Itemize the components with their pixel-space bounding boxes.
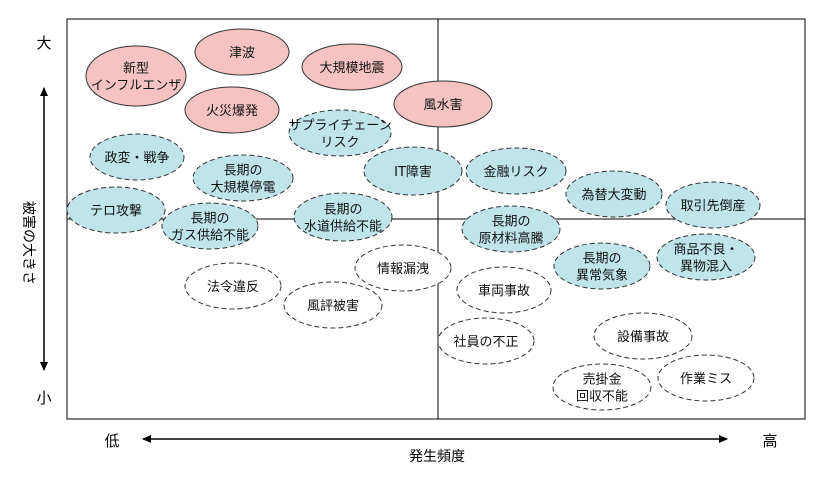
risk-label: 長期の — [190, 211, 229, 226]
risk-item-joho-roei: 情報漏洩 — [354, 244, 452, 292]
risk-ellipse — [283, 281, 383, 329]
risk-label: 新型 — [123, 60, 149, 76]
x-axis-title: 発生頻度 — [409, 449, 465, 465]
risk-label: 取引先倒産 — [680, 198, 745, 214]
risk-ellipse — [184, 262, 282, 310]
risk-ellipse — [354, 244, 452, 292]
risk-ellipse — [89, 133, 185, 181]
risk-item-tsunami: 津波 — [194, 28, 290, 76]
risk-ellipse — [363, 146, 463, 196]
risk-ellipses: 新型インフルエンザ津波大規模地震火災爆発風水害サプライチェーンリスク政変・戦争長… — [66, 28, 761, 411]
risk-item-horei-ihan: 法令違反 — [184, 262, 282, 310]
risk-label: 風水害 — [423, 97, 462, 113]
risk-label: 車両事故 — [478, 284, 530, 299]
risk-label: 作業ミス — [680, 371, 732, 387]
risk-item-terror-kogeki: テロ攻撃 — [66, 186, 166, 234]
risk-ellipse — [656, 233, 756, 281]
risk-item-it-shogai: IT障害 — [363, 146, 463, 196]
risk-label: サプライチェーン — [288, 118, 391, 133]
risk-ellipse — [553, 242, 651, 290]
risk-label: 金融リスク — [483, 164, 548, 180]
risk-label: 風評被害 — [307, 298, 359, 314]
risk-label: 異物混入 — [680, 259, 732, 274]
risk-label: 社員の不正 — [453, 334, 518, 350]
risk-item-kasai-bakuhatsu: 火災爆発 — [184, 86, 280, 134]
risk-label: テロ攻撃 — [90, 203, 142, 219]
risk-label: 商品不良・ — [673, 241, 738, 257]
risk-item-kinyu-risk: 金融リスク — [465, 147, 567, 195]
risk-item-sharyo-jiko: 車両事故 — [456, 266, 552, 314]
risk-label: 売掛金 — [582, 371, 621, 387]
risk-ellipse — [194, 28, 290, 76]
risk-ellipse — [66, 186, 166, 234]
risk-item-setsubi-jiko: 設備事故 — [593, 312, 693, 360]
risk-label: 法令違反 — [207, 280, 259, 295]
risk-label: 回収不能 — [576, 389, 628, 404]
risk-ellipse — [565, 170, 663, 218]
risk-item-torihikisaki-tosan: 取引先倒産 — [665, 181, 761, 229]
risk-item-fuhyo-higai: 風評被害 — [283, 281, 383, 329]
risk-ellipse — [85, 45, 187, 107]
risk-ellipse — [461, 205, 561, 253]
risk-ellipse — [593, 312, 693, 360]
risk-item-shohin-furyo: 商品不良・異物混入 — [656, 233, 756, 281]
risk-label: 長期の — [582, 251, 621, 266]
risk-label: 長期の — [491, 214, 530, 229]
risk-label: 原材料高騰 — [478, 230, 543, 246]
risk-ellipse — [161, 202, 259, 250]
risk-label: リスク — [320, 135, 359, 150]
risk-ellipse — [657, 354, 755, 402]
y-axis-low-label: 小 — [36, 389, 51, 407]
risk-label: IT障害 — [394, 164, 432, 180]
risk-ellipse — [437, 317, 535, 365]
y-axis-high-label: 大 — [36, 34, 51, 52]
risk-item-seihen-senso: 政変・戦争 — [89, 133, 185, 181]
risk-ellipse — [192, 154, 294, 202]
risk-label: 津波 — [229, 46, 255, 61]
risk-label: 大規模停電 — [210, 179, 275, 195]
x-axis-high-label: 高 — [762, 432, 777, 450]
risk-ellipse — [184, 86, 280, 134]
risk-label: 長期の — [323, 202, 362, 217]
risk-label: 設備事故 — [617, 329, 669, 345]
risk-item-kawase-daihendo: 為替大変動 — [565, 170, 663, 218]
risk-ellipse — [552, 363, 652, 411]
y-axis-title: 被害の大きさ — [20, 201, 36, 285]
risk-label: 長期の — [223, 163, 262, 178]
risk-ellipse — [665, 181, 761, 229]
risk-item-sagyo-miss: 作業ミス — [657, 354, 755, 402]
risk-label: インフルエンザ — [91, 78, 182, 93]
risk-label: 水道供給不能 — [304, 219, 382, 234]
risk-label: 為替大変動 — [581, 187, 646, 203]
risk-label: 火災爆発 — [206, 104, 258, 119]
risk-ellipse — [301, 43, 403, 91]
risk-item-fusuigai: 風水害 — [393, 80, 493, 128]
risk-label: 異常気象 — [576, 267, 628, 283]
risk-ellipse — [465, 147, 567, 195]
risk-ellipse — [393, 80, 493, 128]
risk-item-shain-fusei: 社員の不正 — [437, 317, 535, 365]
risk-label: 政変・戦争 — [104, 150, 169, 166]
risk-ellipse — [456, 266, 552, 314]
x-axis-low-label: 低 — [104, 432, 119, 450]
risk-item-daikibo-jishin: 大規模地震 — [301, 43, 403, 91]
risk-label: ガス供給不能 — [171, 228, 249, 243]
risk-label: 大規模地震 — [319, 61, 384, 76]
risk-ellipse — [288, 109, 392, 157]
risk-label: 情報漏洩 — [377, 261, 429, 277]
risk-ellipse — [293, 192, 393, 242]
